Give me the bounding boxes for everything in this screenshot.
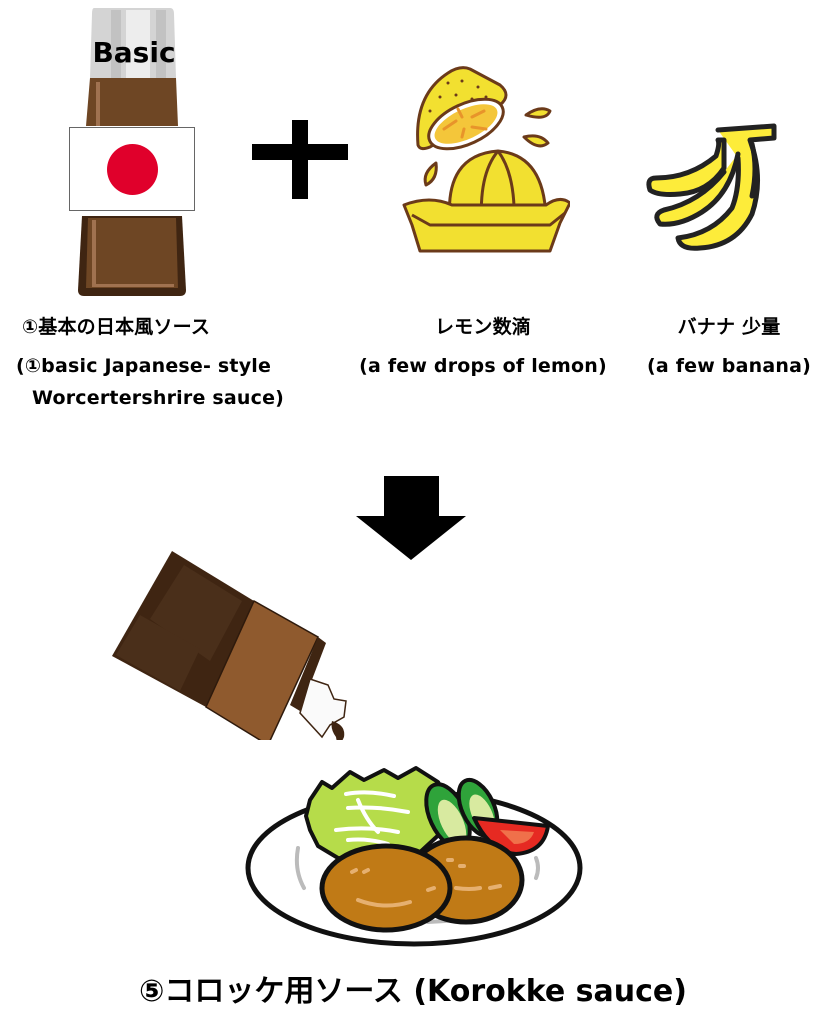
lemon-squeezer-icon [400, 55, 570, 260]
basic-sauce-label-ja: ①基本の日本風ソース [22, 316, 211, 338]
basic-sauce-bottle-icon [66, 6, 202, 300]
bottle-label-basic: Basic [92, 36, 176, 69]
banana-icon [640, 118, 780, 258]
banana-label-ja: バナナ 少量 [677, 316, 781, 338]
japan-flag-icon [69, 127, 195, 211]
arrow-down-icon [356, 476, 468, 562]
plus-icon [252, 120, 350, 200]
pouring-sauce-bottle-icon [110, 515, 360, 740]
result-title: ⑤コロッケ用ソース (Korokke sauce) [139, 974, 687, 1009]
lemon-label-ja: レモン数滴 [434, 316, 531, 338]
lemon-label-en: (a few drops of lemon) [359, 355, 607, 377]
korokke-plate-icon [238, 760, 598, 960]
banana-label-en: (a few banana) [646, 355, 812, 377]
basic-sauce-label-en-line2: Worcertershrire sauce) [32, 387, 285, 409]
basic-sauce-label-en-line1: (①basic Japanese- style [16, 355, 272, 377]
